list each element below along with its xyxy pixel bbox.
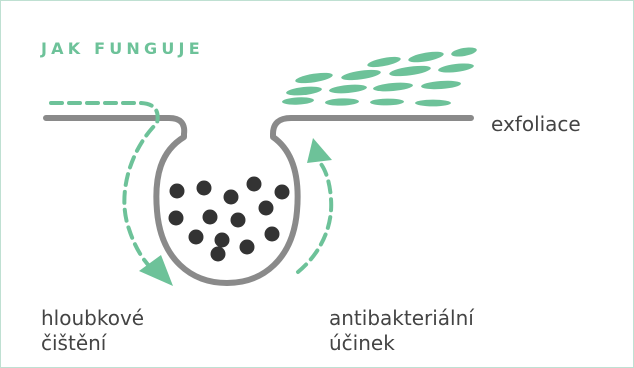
particle-dot [189,230,204,245]
skin-pore-outline [46,118,471,283]
deep-cleansing-arrow-path [51,103,158,268]
particle-dot [170,184,185,199]
particle-dot [247,177,262,192]
deep-cleansing-label-line-1: hloubkové [41,306,144,331]
particle-dot [197,181,212,196]
skin-flake [325,98,359,106]
particle-dot [169,211,184,226]
antibacterial-label-line-2: účinek [329,331,474,356]
skin-flake [408,50,445,65]
particle-dot [215,233,230,248]
particle-dot [231,213,246,228]
skin-flake [370,98,404,105]
antibacterial-arrowhead-icon [307,138,332,163]
skin-flake [329,83,368,94]
particle-dot [203,210,218,225]
skin-flake [286,85,323,97]
skin-flake [341,68,382,82]
skin-flake [373,81,414,92]
exfoliation-label: exfoliace [491,112,581,137]
antibacterial-arrow-path [298,164,331,272]
particle-dot [240,240,255,255]
skin-flake [389,64,432,78]
skin-flake [451,46,478,58]
skin-flake [415,100,451,107]
skin-flake [282,97,314,106]
skin-flake [295,71,334,85]
skin-flake [438,62,475,74]
antibacterial-label: antibakteriální účinek [329,306,474,356]
antibacterial-label-line-1: antibakteriální [329,306,474,331]
particle-dot [224,190,239,205]
particle-dot [275,185,290,200]
particle-dot [265,227,280,242]
particle-dot [211,247,226,262]
skin-flake [367,55,402,69]
skin-flake [421,80,461,91]
pore-particles [169,177,290,262]
deep-cleansing-label: hloubkové čištění [41,306,144,356]
exfoliation-flakes [282,46,478,107]
deep-cleansing-label-line-2: čištění [41,331,144,356]
particle-dot [259,201,274,216]
